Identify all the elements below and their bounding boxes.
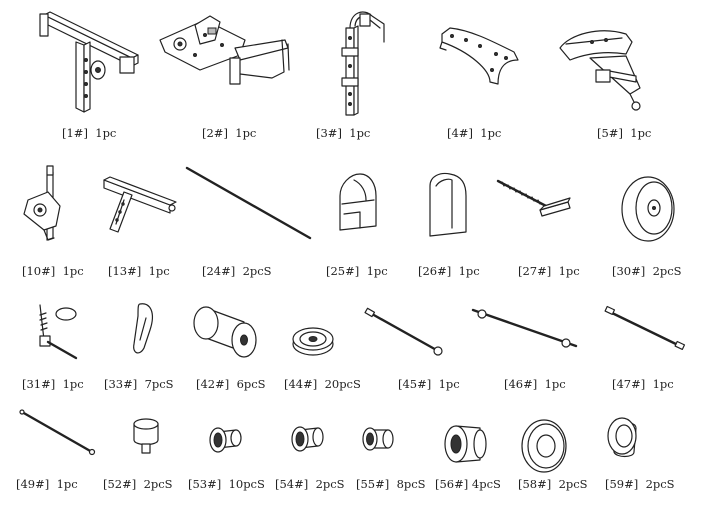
part-label-45: [45#] 1pc (398, 377, 460, 391)
part-31-drawing (39, 304, 78, 360)
part-label-53: [53#] 10pcS (188, 477, 265, 491)
part-27-drawing (496, 179, 571, 217)
part-4-drawing (439, 27, 519, 85)
part-3-drawing (341, 11, 385, 116)
part-label-5: [5#] 1pc (597, 126, 652, 140)
part-2-drawing (159, 15, 290, 85)
part-label-58: [58#] 2pcS (518, 477, 588, 491)
part-54-drawing (291, 426, 324, 452)
part-label-46: [46#] 1pc (504, 377, 566, 391)
part-label-55: [55#] 8pcS (356, 477, 426, 491)
part-58-drawing (521, 419, 567, 473)
part-label-31: [31#] 1pc (22, 377, 84, 391)
part-25-drawing (339, 173, 377, 231)
part-label-27: [27#] 1pc (518, 264, 580, 278)
part-44-drawing (292, 327, 334, 356)
part-59-drawing (607, 417, 637, 458)
part-label-24: [24#] 2pcS (202, 264, 272, 278)
part-53-drawing (209, 427, 242, 453)
part-45-drawing (364, 307, 443, 356)
part-13-drawing (103, 176, 177, 233)
part-label-4: [4#] 1pc (447, 126, 502, 140)
part-label-1: [1#] 1pc (62, 126, 117, 140)
part-label-25: [25#] 1pc (326, 264, 388, 278)
part-label-33: [33#] 7pcS (104, 377, 174, 391)
part-label-10: [10#] 1pc (22, 264, 84, 278)
part-label-56: [56#] 4pcS (435, 477, 501, 491)
part-label-54: [54#] 2pcS (275, 477, 345, 491)
part-24-drawing (185, 166, 312, 240)
part-46-drawing (471, 308, 578, 348)
part-30-drawing (621, 176, 675, 242)
part-56-drawing (444, 425, 487, 463)
part-label-44: [44#] 20pcS (284, 377, 361, 391)
part-49-drawing (19, 409, 96, 456)
part-label-13: [13#] 1pc (108, 264, 170, 278)
part-26-drawing (429, 172, 467, 237)
part-label-30: [30#] 2pcS (612, 264, 682, 278)
part-1-drawing (39, 11, 139, 113)
part-label-47: [47#] 1pc (612, 377, 674, 391)
part-52-drawing (133, 418, 159, 454)
part-5-drawing (559, 30, 641, 111)
part-label-42: [42#] 6pcS (196, 377, 266, 391)
part-33-drawing (133, 303, 153, 354)
part-label-52: [52#] 2pcS (103, 477, 173, 491)
part-label-2: [2#] 1pc (202, 126, 257, 140)
part-42-drawing (193, 306, 257, 358)
part-label-3: [3#] 1pc (316, 126, 371, 140)
part-10-drawing (23, 165, 61, 241)
part-label-26: [26#] 1pc (418, 264, 480, 278)
part-label-59: [59#] 2pcS (605, 477, 675, 491)
part-55-drawing (362, 427, 394, 451)
part-47-drawing (604, 305, 686, 351)
part-label-49: [49#] 1pc (16, 477, 78, 491)
